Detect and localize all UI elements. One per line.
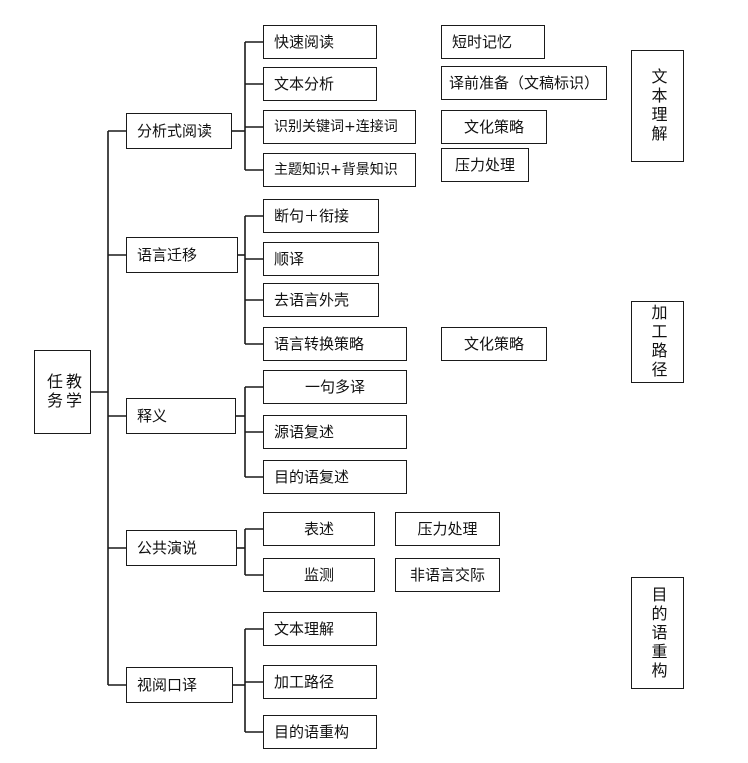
category-analytical-reading: 分析式阅读 [126, 113, 232, 149]
leaf-fast-reading: 快速阅读 [263, 25, 377, 59]
side-cultural-strategy-2: 文化策略 [441, 327, 547, 361]
side-pressure-handling-1: 压力处理 [441, 148, 529, 182]
side-pre-translation-prep: 译前准备（文稿标识） [441, 66, 607, 100]
leaf-monitoring: 监测 [263, 558, 375, 592]
side-nonverbal-communication: 非语言交际 [395, 558, 500, 592]
leaf-text-analysis: 文本分析 [263, 67, 377, 101]
category-sight-interpreting: 视阅口译 [126, 667, 233, 703]
leaf-linear-translation: 顺译 [263, 242, 379, 276]
leaf-source-retelling: 源语复述 [263, 415, 407, 449]
root-label-col1: 教学 [63, 373, 82, 411]
right-label-text-comprehension: 文本理解 [631, 50, 684, 162]
category-paraphrase: 释义 [126, 398, 236, 434]
leaf-deverbalization: 去语言外壳 [263, 283, 379, 317]
leaf-processing-path: 加工路径 [263, 665, 377, 699]
leaf-keywords-connectors: 识别关键词+连接词 [263, 110, 416, 144]
leaf-target-retelling: 目的语复述 [263, 460, 407, 494]
leaf-text-comprehension: 文本理解 [263, 612, 377, 646]
side-cultural-strategy-1: 文化策略 [441, 110, 547, 144]
leaf-language-conversion-strategy: 语言转换策略 [263, 327, 407, 361]
right-label-processing-path: 加工路径 [631, 301, 684, 383]
side-short-term-memory: 短时记忆 [441, 25, 545, 59]
root-label-col2: 任务 [44, 373, 63, 411]
category-public-speaking: 公共演说 [126, 530, 237, 566]
leaf-target-reconstruction: 目的语重构 [263, 715, 377, 749]
leaf-topic-background-knowledge: 主题知识+背景知识 [263, 153, 416, 187]
root-node-teaching-tasks: 教学 任务 [34, 350, 91, 434]
side-pressure-handling-2: 压力处理 [395, 512, 500, 546]
category-language-transfer: 语言迁移 [126, 237, 238, 273]
leaf-multiple-translations: 一句多译 [263, 370, 407, 404]
right-label-target-reconstruction: 目的语重构 [631, 577, 684, 689]
leaf-segmentation-cohesion: 断句＋衔接 [263, 199, 379, 233]
leaf-expression: 表述 [263, 512, 375, 546]
